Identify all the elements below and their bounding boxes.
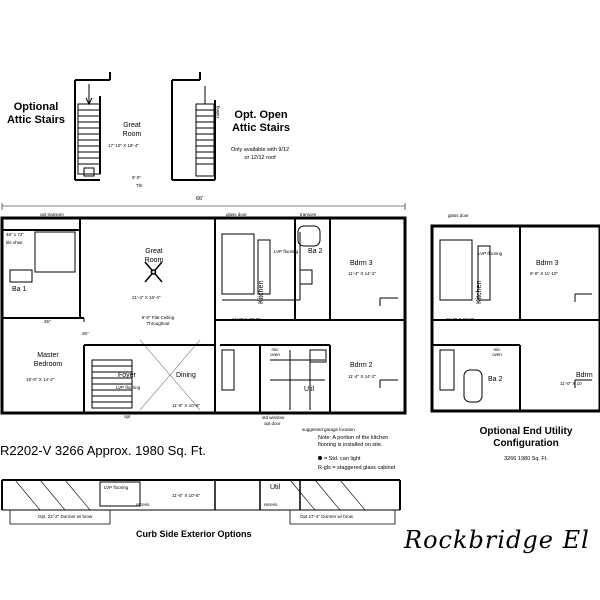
note-line: Throughout xyxy=(146,320,170,326)
great-room-label: Great Room xyxy=(134,248,174,264)
overall-width-label: 66' xyxy=(196,196,204,202)
dormer-2-label: Opt 27'-4" Dormer w/ brow xyxy=(300,514,353,519)
kitchen-flooring-note: Note: A portion of the kitchen flooring … xyxy=(318,435,389,448)
curb-side-title: Curb Side Exterior Options xyxy=(136,529,252,539)
title-line: Opt. Open xyxy=(234,109,288,121)
alt-bedroom-3-label: Bdrm 3 xyxy=(536,260,559,267)
great-room-inset-dims: 17'-10" X 18'-4" xyxy=(108,143,139,148)
dim-36-a: 36" xyxy=(44,319,51,324)
alt-bath-2-label: Ba 2 xyxy=(488,376,503,383)
alternate-utility-plan xyxy=(430,224,600,413)
lvp-flooring-kitchen: LVP flooring xyxy=(274,249,299,254)
alt-bedroom-dims: 11'-0" X 10 xyxy=(560,381,582,386)
open-attic-stairs-title: Opt. Open Attic Stairs xyxy=(226,110,296,134)
flat-ceiling-note: 9'-0" Flat Ceiling Throughout xyxy=(130,315,186,326)
lvp-flooring-foyer: LVP flooring xyxy=(116,385,141,390)
room-name: Bedroom xyxy=(33,361,63,368)
mic-oven-label: mic oven xyxy=(266,347,284,357)
foyer-label: Foyer xyxy=(118,372,136,379)
bedroom-2-label: Bdrm 2 xyxy=(350,362,373,369)
transom-label: transom xyxy=(300,212,317,217)
note-line: or 12/12 roof xyxy=(244,154,276,161)
note-line: Only available with 9/12 xyxy=(230,147,290,153)
bath-2-label: Ba 2 xyxy=(308,248,323,255)
std-window-label: std window xyxy=(262,415,285,420)
label-line: mic xyxy=(271,347,279,352)
can-light-legend: = Std. can light xyxy=(318,456,361,463)
room-name: Great xyxy=(145,248,163,255)
curb-side-exterior xyxy=(1,479,401,525)
utility-label: Util xyxy=(304,386,315,393)
glass-door-label: glass door xyxy=(226,212,247,217)
room-name: Room xyxy=(144,257,164,264)
bedroom-3-label: Bdrm 3 xyxy=(350,260,373,267)
ceiling-label-2: Thr xyxy=(136,183,143,188)
alt-plan-subtitle: 3266 1980 Sq. Ft. xyxy=(504,456,548,462)
bedroom-3-dims: 11'-4" X 14'-2" xyxy=(348,271,377,276)
label-line: mic xyxy=(493,347,501,352)
model-title: R2202-V 3266 Approx. 1980 Sq. Ft. xyxy=(0,443,206,458)
opt-door-label: opt door xyxy=(264,421,281,426)
alt-plan-title: Optional End Utility Configuration xyxy=(466,427,586,449)
kitchen-dims: 11'-8" X 20'-8" xyxy=(232,317,261,322)
label-line: oven xyxy=(492,351,502,357)
attic-roof-note: Only available with 9/12 or 12/12 roof xyxy=(220,147,300,161)
alt-kitchen-dims: 11'-8" X 20'-8" xyxy=(446,317,475,322)
legend-text: = Std. can light xyxy=(324,456,361,462)
curb-lvp-label: LVP flooring xyxy=(104,485,129,490)
alt-bedroom-3-dims: 9'-8" X 11'-10" xyxy=(530,271,559,276)
opt-label: opt xyxy=(124,414,131,419)
open-attic-stairs-inset xyxy=(171,72,216,181)
dining-dims: 11'-8" X 10'-8" xyxy=(172,403,201,408)
curb-recess-2: recess xyxy=(264,502,278,507)
dining-label: Dining xyxy=(176,372,196,379)
curb-dims-label: 11'-8" X 10'-8" xyxy=(172,493,201,498)
room-name: Great xyxy=(123,122,141,129)
main-floor-plan xyxy=(0,216,407,415)
dormer-1-label: Opt. 22'-2" Dormer w/ brow xyxy=(38,514,93,519)
dim-36-b: 36" xyxy=(82,331,89,336)
room-name: Room xyxy=(122,131,142,138)
glass-cabinet-legend: R-gls = staggered glass cabinet xyxy=(318,465,396,471)
attic-stairs-inset xyxy=(74,72,111,181)
great-room-inset-label: Great Room xyxy=(112,122,152,138)
railing-label: railing xyxy=(215,105,220,118)
master-bedroom-dims: 15'-8" X 14'-2" xyxy=(26,377,55,382)
title-line: Optional xyxy=(13,101,59,113)
curb-util-label: Util xyxy=(270,484,281,491)
great-room-dims: 21'-4" X 18'-4" xyxy=(132,295,161,300)
room-name: Master xyxy=(37,352,59,359)
bedroom-2-dims: 11'-4" X 14'-2" xyxy=(348,374,377,379)
alt-glass-door-label: glass door xyxy=(448,213,469,218)
alt-mic-oven-label: mic oven xyxy=(488,347,506,357)
brand-name: Rockbridge El xyxy=(404,526,590,554)
note-line: Note: A portion of the kitchen xyxy=(318,435,389,441)
bath-1-label: Ba 1 xyxy=(12,286,27,293)
title-line: Configuration xyxy=(493,438,559,449)
garage-location-note: suggested garage location xyxy=(302,427,355,432)
master-bedroom-label: Master Bedroom xyxy=(20,352,76,368)
kitchen-label: Kitchen xyxy=(258,280,265,304)
note-line: flooring is installed on site. xyxy=(318,441,383,448)
title-line: Attic Stairs xyxy=(6,114,66,126)
alt-lvp-label: LVP flooring xyxy=(478,251,503,256)
alt-kitchen-label: Kitchen xyxy=(476,280,483,304)
ceiling-fan-icon xyxy=(144,261,163,283)
note-line: 9'-0" Flat Ceiling xyxy=(141,315,175,320)
opt-transom-label: opt transom xyxy=(40,212,64,217)
title-line: Optional End Utility xyxy=(479,426,573,437)
ceiling-label: 9'-0" xyxy=(132,175,141,180)
alt-bedroom-label: Bdrm xyxy=(576,372,593,379)
curb-recess-1: recess xyxy=(136,502,150,507)
title-line: Attic Stairs xyxy=(231,122,291,134)
optional-attic-stairs-title: Optional Attic Stairs xyxy=(4,102,68,126)
label-line: oven xyxy=(270,351,280,357)
can-light-icon xyxy=(318,456,322,460)
tile-shower-label: tile shwr xyxy=(6,240,23,245)
shower-size-label: 48" x 72" xyxy=(6,232,24,237)
